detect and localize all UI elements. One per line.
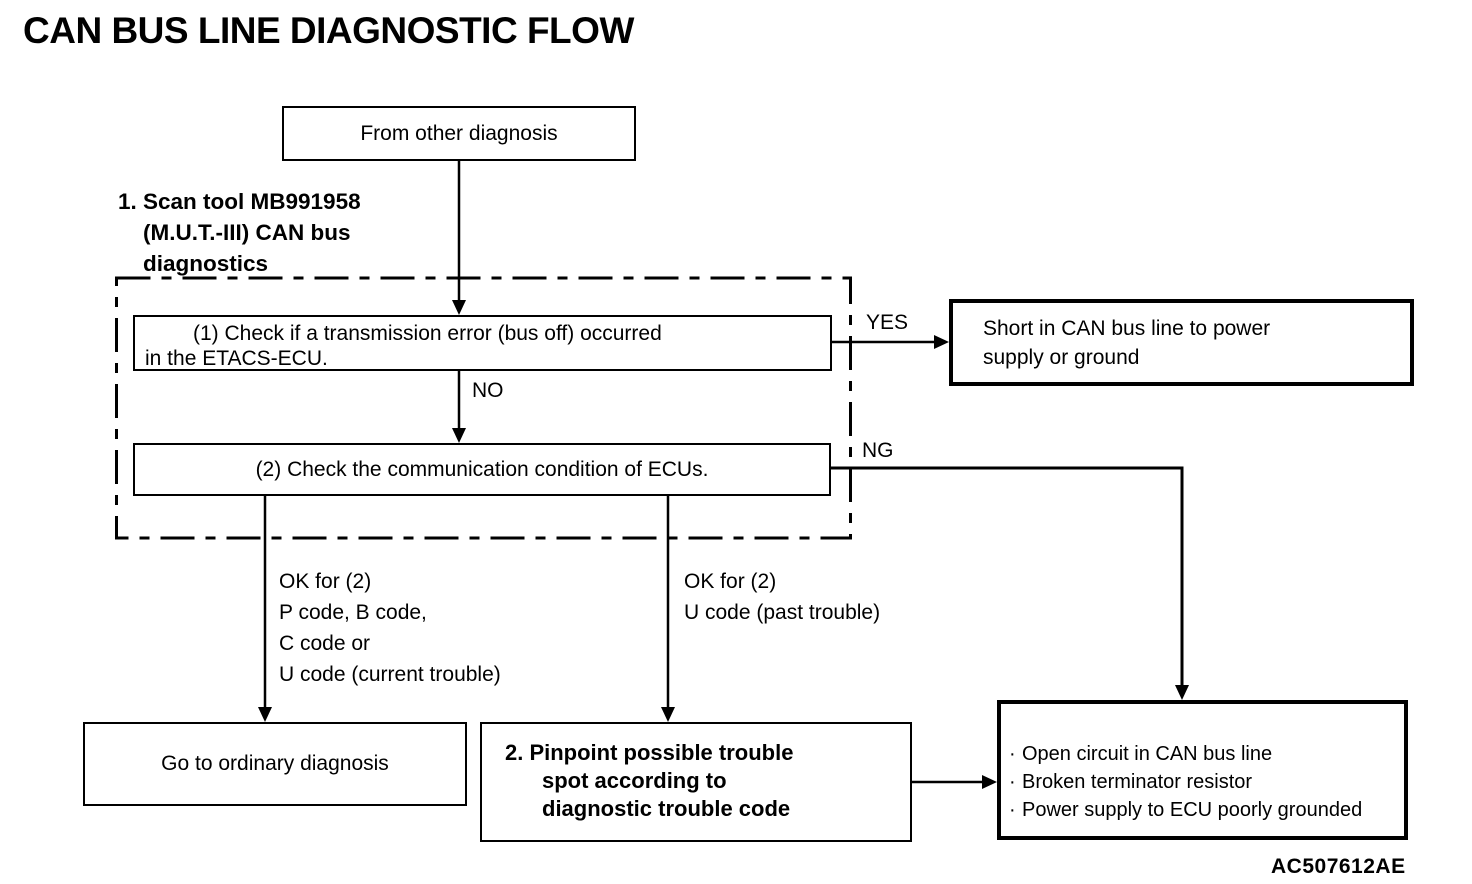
node-label: (2) Check the communication condition of… xyxy=(255,457,709,481)
edge-label-ok-current-trouble: OK for (2) P code, B code, C code or U c… xyxy=(279,566,501,690)
edge-label-line: P code, B code, xyxy=(279,601,427,624)
node-label-line: (1) Check if a transmission error (bus o… xyxy=(193,322,662,345)
node-label-line: supply or ground xyxy=(983,346,1140,369)
arrowhead-down-icon xyxy=(258,707,272,722)
edge-from-other-to-check1 xyxy=(452,161,466,315)
cause-text: Open circuit in CAN bus line xyxy=(1022,743,1273,765)
bullet-icon: · xyxy=(1009,799,1016,821)
edge-no xyxy=(452,371,466,443)
edge-label-line: OK for (2) xyxy=(684,570,777,593)
scan-label-line: 1. Scan tool MB991958 xyxy=(118,189,361,214)
edge-label-ok-past-trouble: OK for (2) U code (past trouble) xyxy=(684,566,880,628)
edge-label-no: NO xyxy=(472,379,504,402)
node-check-communication: (2) Check the communication condition of… xyxy=(133,443,831,496)
arrowhead-right-icon xyxy=(982,775,997,789)
arrowhead-right-icon xyxy=(934,335,949,349)
arrowhead-down-icon xyxy=(1175,685,1189,700)
edge-yes xyxy=(831,335,949,349)
cause-item: · Open circuit in CAN bus line xyxy=(1009,740,1404,768)
edge-label-line: U code (current trouble) xyxy=(279,663,501,686)
node-from-other-diagnosis: From other diagnosis xyxy=(282,106,636,161)
arrowhead-down-icon xyxy=(661,707,675,722)
cause-item: · Power supply to ECU poorly grounded xyxy=(1009,796,1404,824)
node-label-line: 2. Pinpoint possible trouble xyxy=(505,740,794,765)
figure-code: AC507612AE xyxy=(1271,855,1406,878)
node-label: Go to ordinary diagnosis xyxy=(161,752,389,775)
edge-pinpoint-to-result xyxy=(912,775,997,789)
arrowhead-down-icon xyxy=(452,300,466,315)
node-go-to-ordinary-diagnosis: Go to ordinary diagnosis xyxy=(83,722,467,806)
bullet-icon: · xyxy=(1009,743,1016,765)
scan-tool-step-label: 1. Scan tool MB991958 (M.U.T.-III) CAN b… xyxy=(118,186,361,279)
cause-text: Broken terminator resistor xyxy=(1022,771,1253,793)
node-label: From other diagnosis xyxy=(360,121,558,145)
page-title: CAN BUS LINE DIAGNOSTIC FLOW xyxy=(23,10,634,51)
node-label-line: spot according to xyxy=(542,768,727,793)
bullet-icon: · xyxy=(1009,771,1016,793)
cause-item: · Broken terminator resistor xyxy=(1009,768,1404,796)
scan-label-line: (M.U.T.-III) CAN bus xyxy=(143,220,351,245)
node-possible-causes: · Open circuit in CAN bus line · Broken te… xyxy=(997,700,1408,840)
cause-text: Power supply to ECU poorly grounded xyxy=(1022,799,1363,821)
node-label-line: in the ETACS-ECU. xyxy=(145,347,328,370)
node-short-in-can-bus: Short in CAN bus line to power supply or… xyxy=(949,299,1414,386)
edge-ng xyxy=(831,466,1189,700)
edge-ok-past xyxy=(661,496,675,722)
node-check-transmission-error: (1) Check if a transmission error (bus o… xyxy=(133,315,832,371)
scan-label-line: diagnostics xyxy=(143,251,269,276)
edge-ok-current xyxy=(258,496,272,722)
edge-label-line: C code or xyxy=(279,632,371,655)
node-pinpoint-trouble-spot: 2. Pinpoint possible trouble spot accord… xyxy=(480,722,912,842)
edge-label-line: OK for (2) xyxy=(279,570,372,593)
node-label-line: diagnostic trouble code xyxy=(542,796,791,821)
arrowhead-down-icon xyxy=(452,428,466,443)
node-label-line: Short in CAN bus line to power xyxy=(983,317,1271,340)
edge-label-line: U code (past trouble) xyxy=(684,601,881,624)
edge-label-ng: NG xyxy=(862,439,894,462)
edge-label-yes: YES xyxy=(866,311,909,334)
